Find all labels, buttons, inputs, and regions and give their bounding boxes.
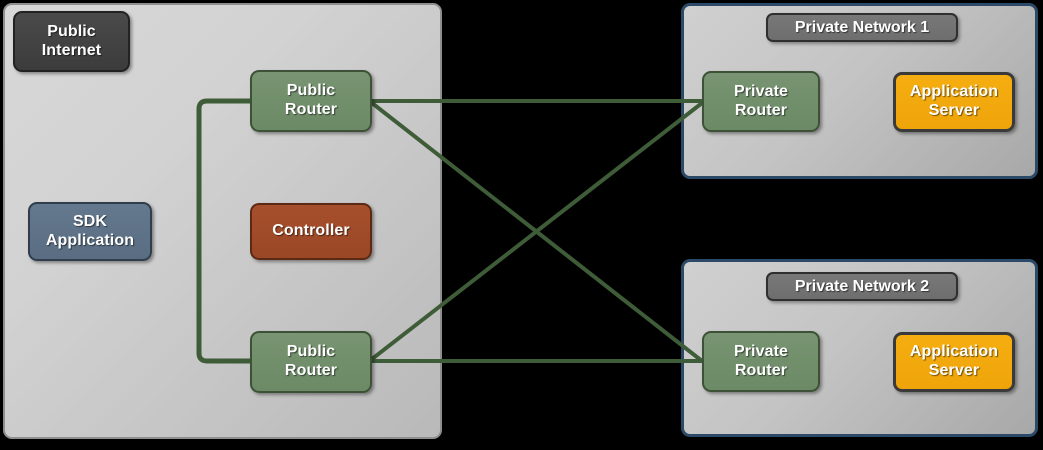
sdk-application-node[interactable]: SDK Application — [28, 202, 152, 261]
sdk-application-label-line-2: Application — [45, 231, 135, 249]
private-network-1-badge-label: Private Network 1 — [794, 18, 930, 36]
application-server-2-label-line-1: Application — [909, 343, 999, 361]
public-router-top-label-line-2: Router — [284, 101, 338, 118]
application-server-2-node[interactable]: Application Server — [893, 332, 1015, 392]
private-network-2-badge-label: Private Network 2 — [794, 277, 930, 295]
sdk-application-label-line-1: SDK — [72, 212, 108, 230]
private-router-2-label-line-2: Router — [734, 361, 788, 379]
private-router-1-node[interactable]: Private Router — [702, 71, 820, 132]
public-router-bottom-label-line-1: Public — [286, 343, 336, 361]
application-server-1-node[interactable]: Application Server — [893, 72, 1015, 132]
controller-label: Controller — [272, 222, 350, 240]
application-server-1-label-line-2: Server — [928, 102, 980, 119]
controller-node[interactable]: Controller — [250, 203, 372, 260]
private-network-1-badge: Private Network 1 — [766, 13, 958, 42]
application-server-1-label-line-1: Application — [909, 83, 999, 101]
public-router-bottom-node[interactable]: Public Router — [250, 331, 372, 393]
public-router-bottom-label-line-2: Router — [284, 362, 338, 379]
public-router-top-node[interactable]: Public Router — [250, 70, 372, 132]
private-router-1-label-line-1: Private — [733, 82, 789, 100]
private-network-2-badge: Private Network 2 — [766, 272, 958, 301]
public-router-top-label-line-1: Public — [286, 82, 336, 100]
private-router-2-node[interactable]: Private Router — [702, 331, 820, 392]
private-router-2-label-line-1: Private — [733, 342, 789, 360]
public-internet-label-line-1: Public — [47, 22, 96, 40]
public-internet-label-box: Public Internet — [13, 11, 130, 72]
private-router-1-label-line-2: Router — [734, 101, 788, 119]
public-internet-label-line-2: Internet — [41, 41, 102, 59]
application-server-2-label-line-2: Server — [928, 362, 980, 379]
